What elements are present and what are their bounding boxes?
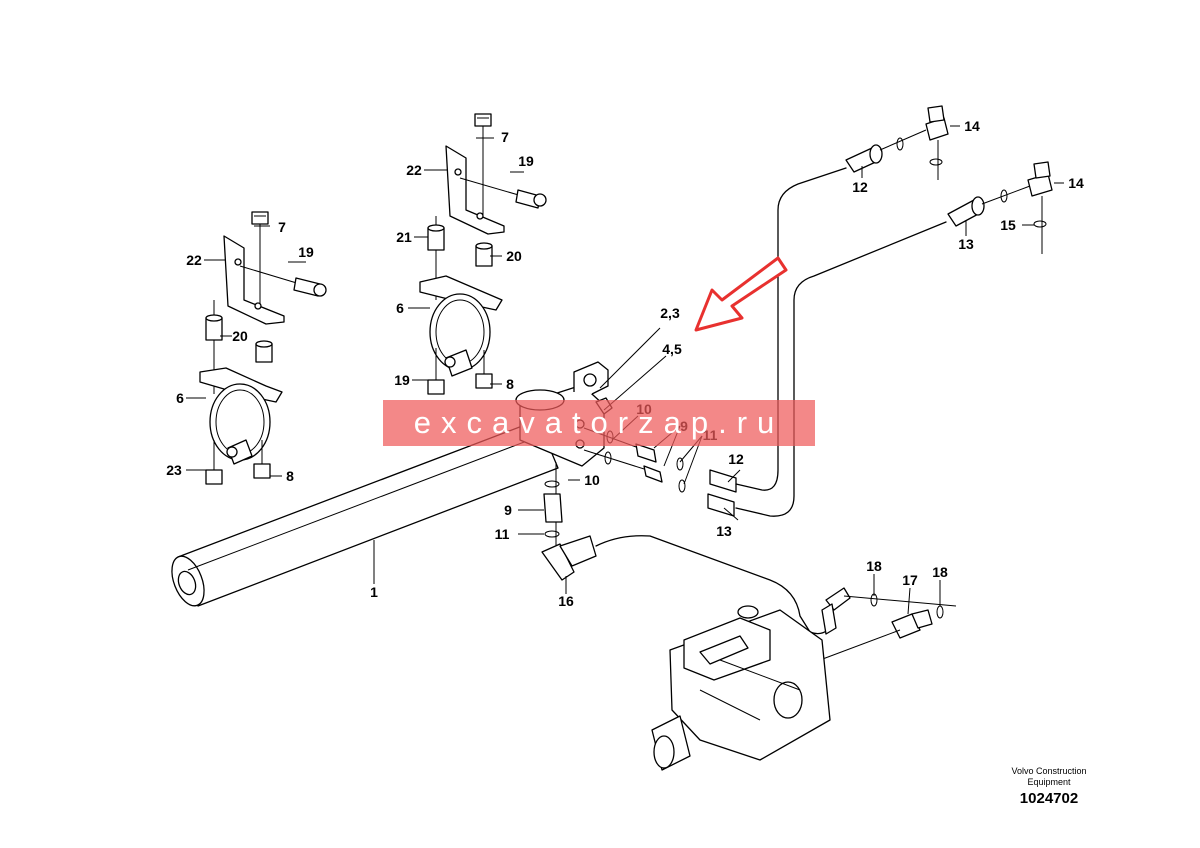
callout-19-mid-bottom: 19	[394, 372, 410, 388]
lower-hose-end	[947, 161, 1053, 254]
callout-13-top: 13	[958, 236, 974, 252]
callout-8-mid: 8	[506, 376, 514, 392]
tube-part-1	[171, 419, 559, 607]
middle-bracket-group	[419, 113, 547, 395]
left-bracket-group	[199, 211, 327, 485]
callout-10-lower: 10	[584, 472, 600, 488]
callout-6-mid: 6	[396, 300, 404, 316]
callout-8-left: 8	[286, 468, 294, 484]
callout-21: 21	[396, 229, 412, 245]
callout-23: 23	[166, 462, 182, 478]
fitting-17	[819, 593, 957, 661]
callout-4-5: 4,5	[662, 341, 682, 357]
callout-11-lower: 11	[495, 526, 510, 542]
red-pointer-arrow	[694, 256, 788, 332]
callout-6-left: 6	[176, 390, 184, 406]
callout-19-left: 19	[298, 244, 314, 260]
upper-hose-end	[845, 105, 949, 180]
callout-1: 1	[370, 584, 378, 600]
callout-15: 15	[1000, 217, 1016, 233]
callout-7-left: 7	[278, 219, 286, 235]
callout-17: 17	[902, 572, 918, 588]
callout-18-right: 18	[932, 564, 948, 580]
callout-14-top: 14	[964, 118, 980, 134]
callout-7-mid: 7	[501, 129, 509, 145]
callout-19-mid-top: 19	[518, 153, 534, 169]
hose-16	[541, 462, 851, 635]
callout-20-left: 20	[232, 328, 248, 344]
drawing-number: 1024702	[1019, 790, 1079, 807]
callout-13-hose: 13	[716, 523, 732, 539]
callout-22-left: 22	[186, 252, 202, 268]
callout-20-mid: 20	[506, 248, 522, 264]
callout-18-left: 18	[866, 558, 882, 574]
callout-16: 16	[558, 593, 574, 609]
hydraulic-pump	[651, 605, 831, 771]
callout-12-hose: 12	[728, 451, 744, 467]
callout-22-mid: 22	[406, 162, 422, 178]
callout-12-top: 12	[852, 179, 868, 195]
brand-caption: Volvo Construction Equipment	[1011, 766, 1087, 787]
watermark-banner: excavatorzap.ru	[383, 400, 815, 446]
callout-9-lower: 9	[504, 502, 512, 518]
callout-2-3: 2,3	[660, 305, 680, 321]
callout-14-right: 14	[1068, 175, 1084, 191]
